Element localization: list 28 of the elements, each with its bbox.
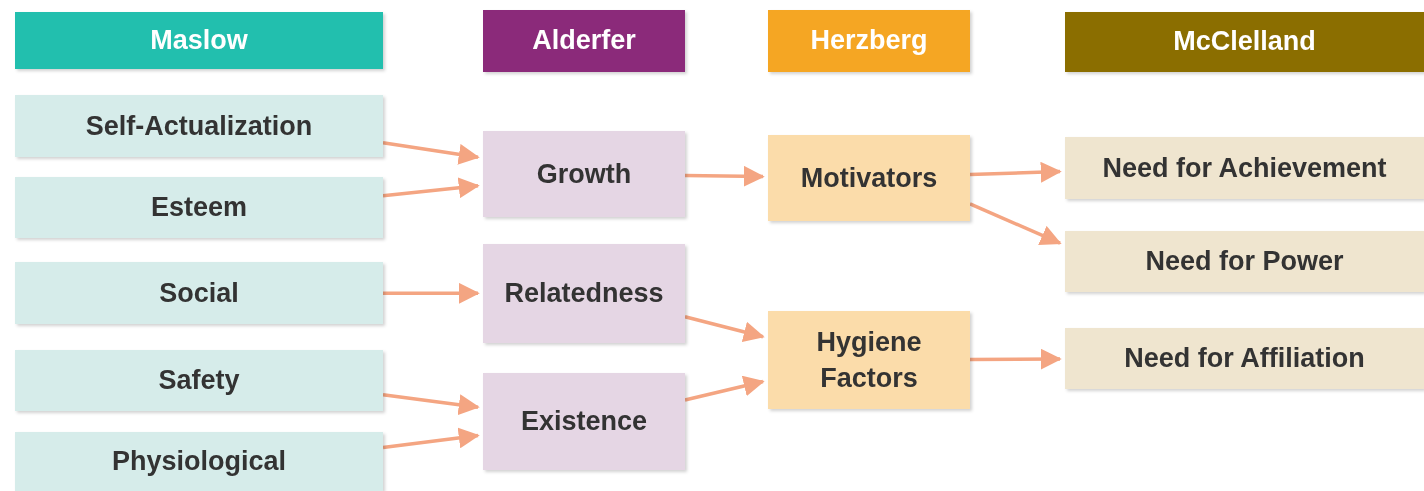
need-box: Esteem xyxy=(15,177,383,238)
column-header: Alderfer xyxy=(483,10,685,72)
arrow xyxy=(382,141,480,165)
arrow xyxy=(684,375,765,402)
arrow xyxy=(383,282,480,304)
need-box: Physiological xyxy=(15,432,383,491)
need-box: Relatedness xyxy=(483,244,685,343)
column-header: Maslow xyxy=(15,12,383,69)
column-header: Herzberg xyxy=(768,10,970,72)
need-box: Existence xyxy=(483,373,685,470)
arrow xyxy=(382,393,480,416)
need-box: Need for Power xyxy=(1065,231,1424,292)
arrow xyxy=(382,427,480,450)
need-box: Social xyxy=(15,262,383,324)
arrow xyxy=(970,348,1062,370)
column-header: McClelland xyxy=(1065,12,1424,72)
arrow xyxy=(684,165,765,187)
factor-box: Hygiene Factors xyxy=(768,311,970,409)
factor-box: Motivators xyxy=(768,135,970,221)
arrow xyxy=(684,315,765,343)
need-box: Safety xyxy=(15,350,383,411)
arrow xyxy=(969,161,1062,183)
need-box: Self-Actualization xyxy=(15,95,383,157)
need-box: Need for Achievement xyxy=(1065,137,1424,199)
need-box: Growth xyxy=(483,131,685,217)
arrow xyxy=(969,202,1062,246)
need-box: Need for Affiliation xyxy=(1065,328,1424,389)
arrow xyxy=(382,177,480,199)
